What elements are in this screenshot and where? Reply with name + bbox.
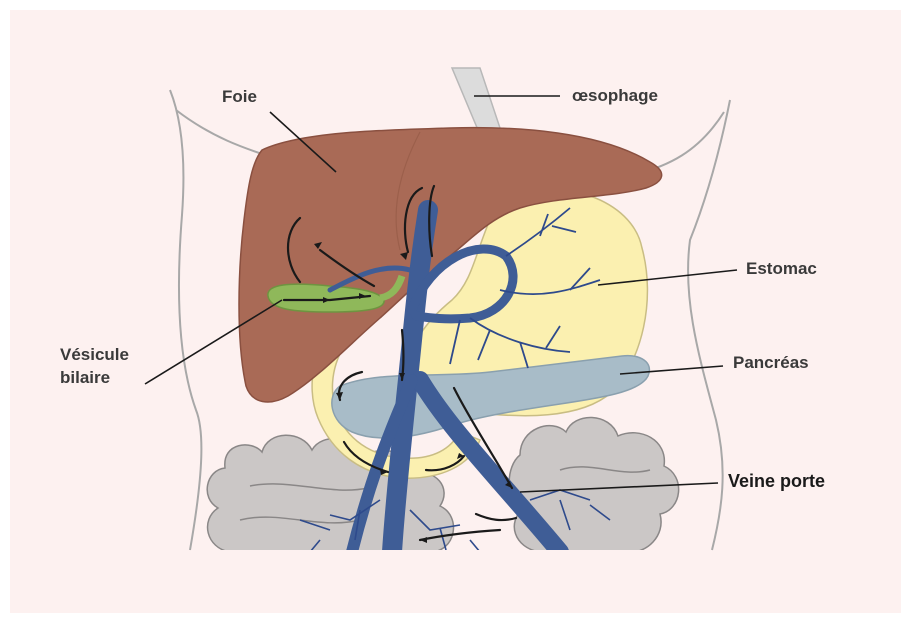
label-oesophage: œsophage	[572, 85, 658, 107]
label-foie: Foie	[222, 86, 257, 108]
intestines	[207, 417, 678, 552]
label-estomac: Estomac	[746, 258, 817, 280]
label-pancreas: Pancréas	[733, 352, 809, 374]
label-veine-porte: Veine porte	[728, 470, 825, 492]
label-vesicule-line1: Vésicule	[60, 344, 129, 366]
label-vesicule-line2: bilaire	[60, 367, 110, 389]
